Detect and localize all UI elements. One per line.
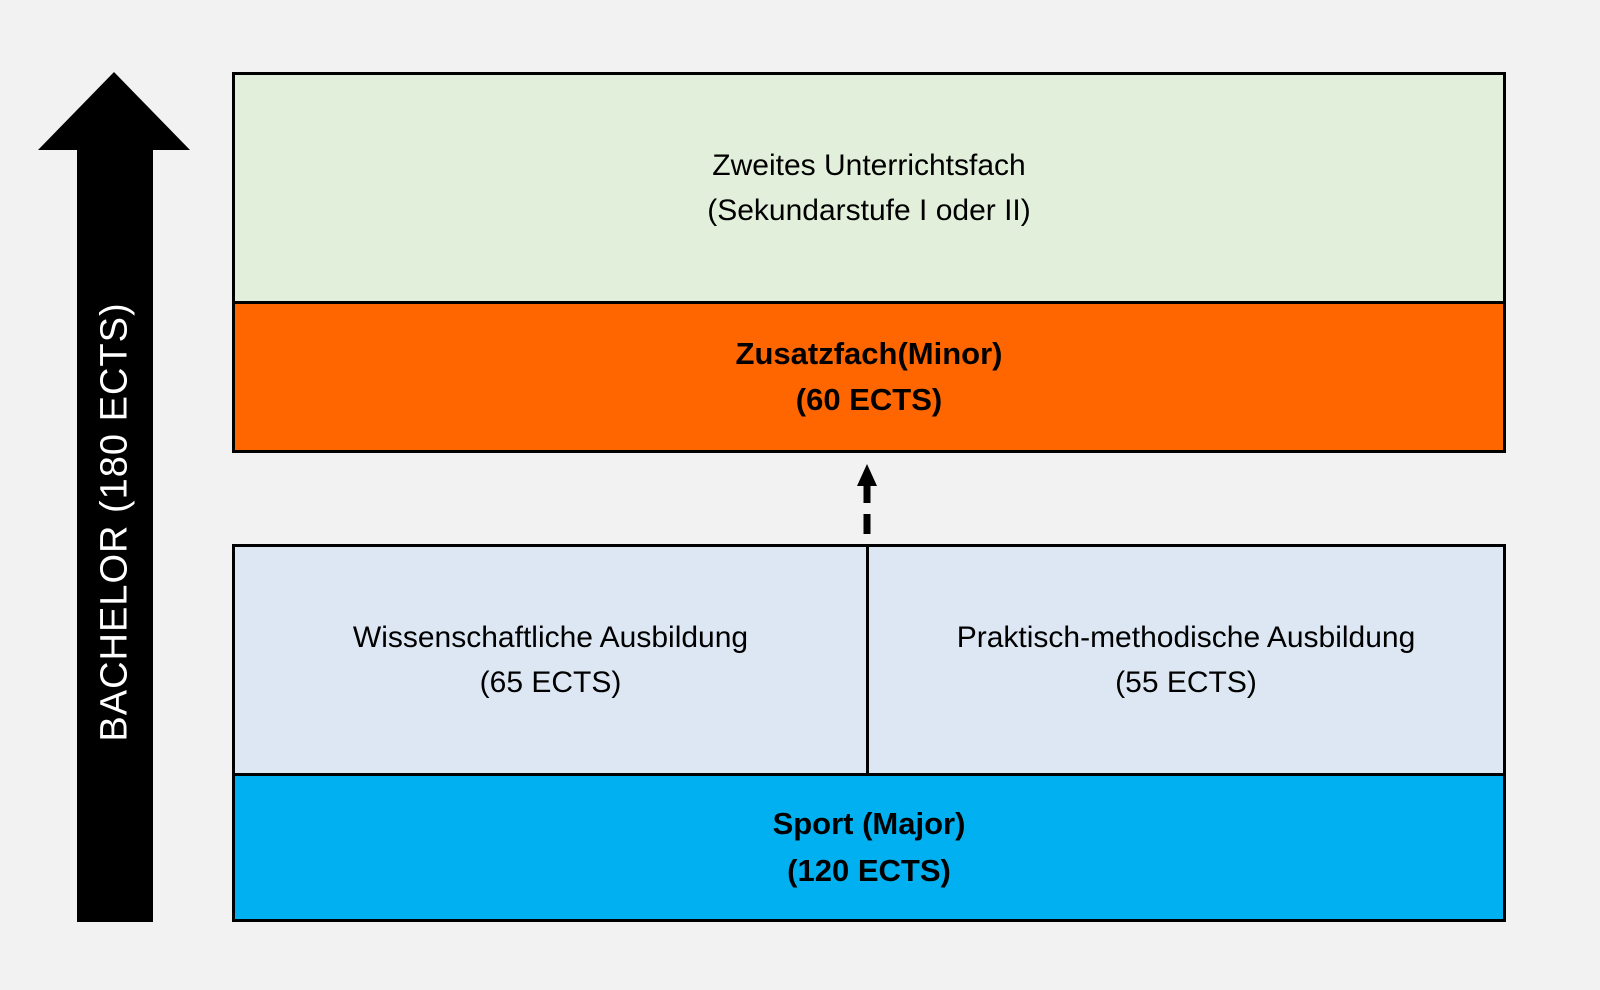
- box-sport-major: Sport (Major) (120 ECTS): [232, 773, 1506, 922]
- box-zusatzfach-line1: Zusatzfach(Minor): [735, 335, 1003, 371]
- box-zweites-unterrichtsfach: Zweites Unterrichtsfach (Sekundarstufe I…: [232, 72, 1506, 304]
- box-praktisch-line1: Praktisch-methodische Ausbildung: [956, 621, 1416, 654]
- bachelor-up-arrow-icon: [38, 72, 190, 922]
- box-zusatzfach-minor: Zusatzfach(Minor) (60 ECTS): [232, 301, 1506, 453]
- box-wissenschaftlich-line2: (65 ECTS): [479, 666, 622, 699]
- box-zusatzfach-line2: (60 ECTS): [795, 382, 943, 417]
- box-sport-line1: Sport (Major): [772, 806, 966, 841]
- box-praktisch-line2: (55 ECTS): [1115, 666, 1257, 699]
- box-zweites-line2: (Sekundarstufe I oder II): [707, 194, 1031, 227]
- box-zweites-line1: Zweites Unterrichtsfach: [712, 149, 1026, 182]
- box-wissenschaftliche-ausbildung: Wissenschaftliche Ausbildung (65 ECTS): [232, 544, 869, 776]
- box-wissenschaftlich-line1: Wissenschaftliche Ausbildung: [352, 621, 749, 654]
- bachelor-arrow-label: BACHELOR (180 ECTS): [93, 302, 136, 742]
- dashed-up-arrow-icon: [857, 464, 877, 534]
- box-praktisch-methodische-ausbildung: Praktisch-methodische Ausbildung (55 ECT…: [866, 544, 1506, 776]
- box-sport-line2: (120 ECTS): [787, 852, 951, 888]
